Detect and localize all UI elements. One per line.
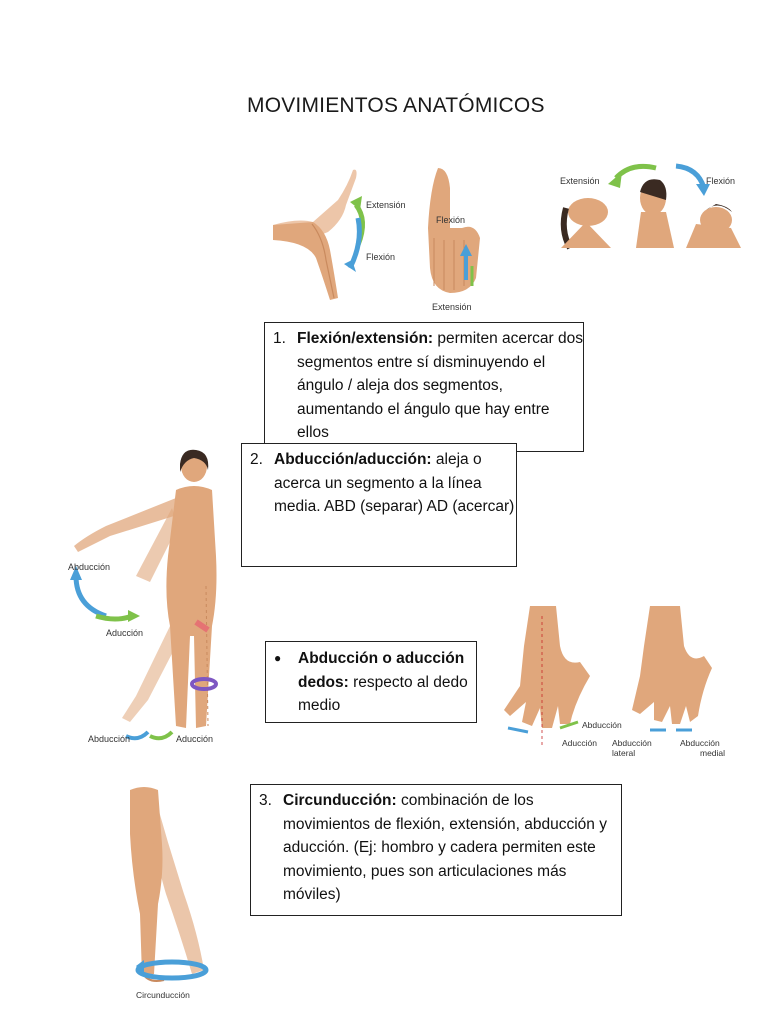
item-number: 3. xyxy=(259,792,272,809)
flexion-term: Flexión/extensión: xyxy=(297,330,434,347)
fingers-abduction-box: ● Abducción o aducción dedos: respecto a… xyxy=(265,641,477,723)
abduction-term: Abducción/aducción: xyxy=(274,451,432,468)
lateral-abduction-label-2: lateral xyxy=(612,748,635,758)
item-number: 2. xyxy=(250,451,263,468)
finger-flexion-figure: Flexión Extensión xyxy=(428,168,480,312)
circumduction-description: combinación de los movimientos de flexió… xyxy=(283,792,607,903)
hand-adduction-label: Aducción xyxy=(562,738,597,748)
medial-abduction-label-2: medial xyxy=(700,748,725,758)
wrist-flexion-figure: Extensión Flexión xyxy=(273,169,406,300)
flexion-description: permiten acercar dos segmentos entre sí … xyxy=(297,330,583,441)
leg-adduction-label: Aducción xyxy=(176,734,213,744)
flexion-extension-box: 1. Flexión/extensión: permiten acercar d… xyxy=(264,322,584,452)
wrist-extension-label: Extensión xyxy=(366,200,406,210)
hand-abduction-label: Abducción xyxy=(582,720,622,730)
arm-abduction-label: Abducción xyxy=(68,562,110,572)
hand-abduction-figure: Abducción Aducción Abducción lateral Abd… xyxy=(504,606,725,758)
abduction-adduction-box: 2. Abducción/aducción: aleja o acerca un… xyxy=(241,443,517,567)
finger-extension-label: Extensión xyxy=(432,302,472,312)
fingers-description: respecto al dedo medio xyxy=(298,673,468,715)
leg-abduction-label: Abducción xyxy=(88,734,130,744)
arm-adduction-label: Aducción xyxy=(106,628,143,638)
circumduction-label: Circunducción xyxy=(136,990,190,1000)
item-number: 1. xyxy=(273,330,286,347)
circumduction-term: Circunducción: xyxy=(283,792,397,809)
body-abduction-figure: Abducción Aducción Abducción Aducción xyxy=(68,449,218,744)
wrist-flexion-label: Flexión xyxy=(366,252,395,262)
lateral-abduction-label: Abducción xyxy=(612,738,652,748)
abduction-description: aleja o acerca un segmento a la línea me… xyxy=(274,451,515,515)
circumduction-box: 3. Circunducción: combinación de los mov… xyxy=(250,784,622,916)
circumduction-figure: Circunducción xyxy=(130,787,209,1000)
page-title: MOVIMIENTOS ANATÓMICOS xyxy=(247,94,545,117)
neck-flexion-figure: Extensión Flexión xyxy=(560,163,741,250)
fingers-term: Abducción o aducción dedos: xyxy=(298,650,465,691)
neck-extension-label: Extensión xyxy=(560,176,600,186)
neck-flexion-label: Flexión xyxy=(706,176,735,186)
bullet-icon: ● xyxy=(274,651,282,665)
finger-flexion-label: Flexión xyxy=(436,215,465,225)
medial-abduction-label: Abducción xyxy=(680,738,720,748)
